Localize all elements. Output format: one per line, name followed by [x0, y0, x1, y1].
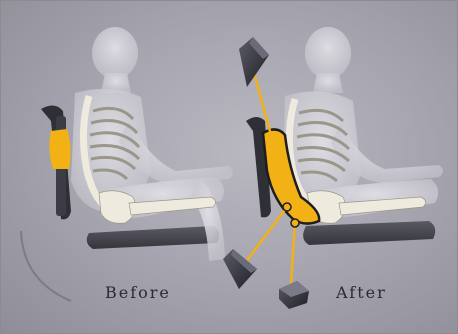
- before-wheel: [21, 231, 71, 301]
- after-label: After: [336, 283, 387, 302]
- after-figure: [223, 27, 443, 309]
- after-seat-cushion: [303, 221, 435, 245]
- before-head: [92, 27, 138, 79]
- before-back-cushion: [49, 129, 70, 169]
- after-neck: [313, 73, 343, 93]
- before-label: Before: [105, 283, 171, 302]
- before-figure: [21, 27, 233, 301]
- after-head: [305, 27, 351, 79]
- before-seat-cushion: [87, 226, 220, 249]
- support-line-bottom: [291, 223, 295, 285]
